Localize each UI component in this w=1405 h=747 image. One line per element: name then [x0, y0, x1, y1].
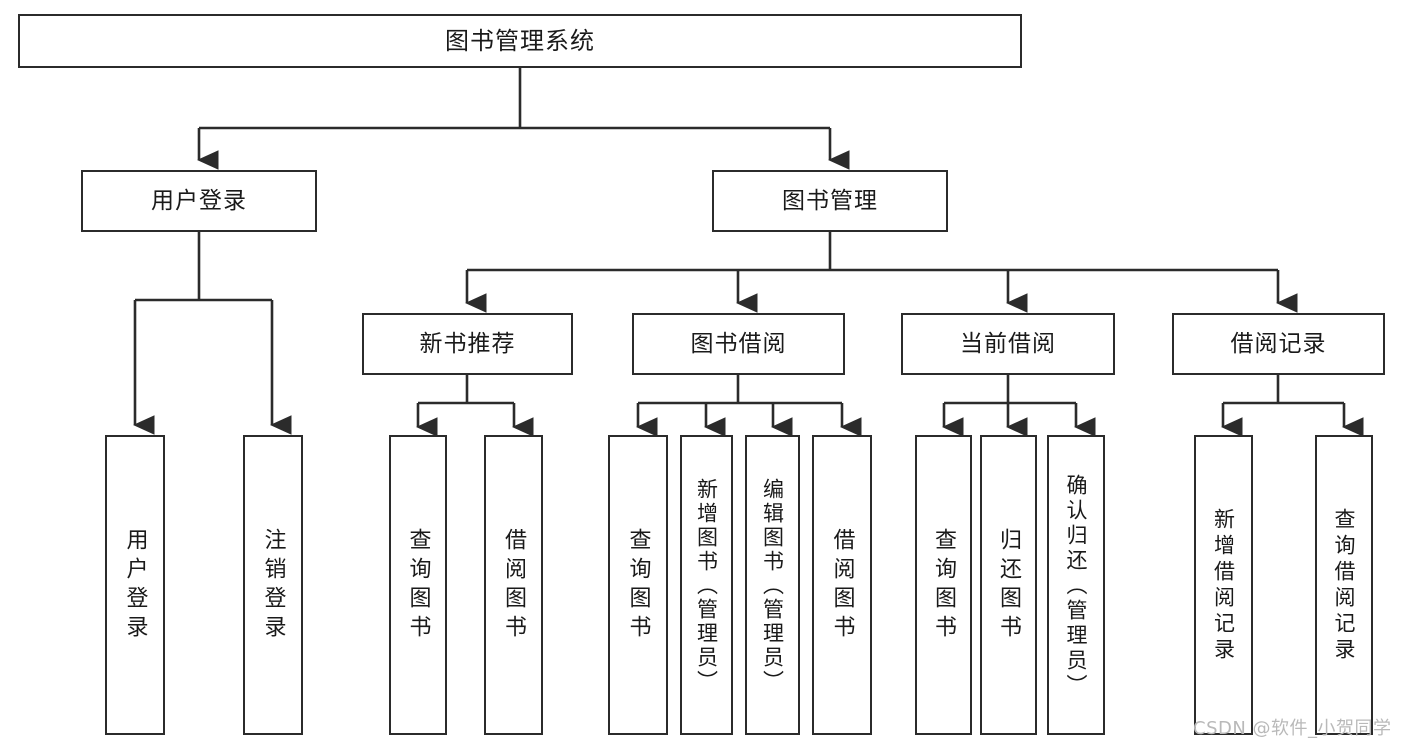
node-label: 查询图书: [625, 528, 651, 644]
leaf-query-borrow-record[interactable]: 查询借阅记录: [1315, 435, 1373, 735]
node-label: 新增借阅记录: [1211, 508, 1236, 664]
node-label: 当前借阅: [960, 330, 1056, 357]
node-label: 归还图书: [996, 528, 1022, 644]
leaf-query-book-current[interactable]: 查询图书: [915, 435, 972, 735]
node-label: 借阅记录: [1230, 330, 1327, 357]
node-label: 注销登录: [260, 528, 286, 644]
node-label: 用户登录: [122, 528, 148, 644]
node-label: 借阅图书: [501, 528, 527, 644]
leaf-borrow-book-recommend[interactable]: 借阅图书: [484, 435, 543, 735]
node-label: 编辑图书（管理员）: [760, 478, 785, 694]
node-label: 查询图书: [405, 528, 431, 644]
node-label: 用户登录: [151, 187, 247, 214]
leaf-edit-book-admin[interactable]: 编辑图书（管理员）: [745, 435, 800, 735]
node-current-borrow[interactable]: 当前借阅: [901, 313, 1115, 375]
csdn-watermark: CSDN @软件_小贺同学: [1193, 718, 1392, 739]
node-label: 图书借阅: [690, 330, 787, 357]
node-label: 查询借阅记录: [1332, 508, 1357, 664]
leaf-borrow-book[interactable]: 借阅图书: [812, 435, 872, 735]
node-user-login[interactable]: 用户登录: [81, 170, 317, 232]
node-label: 新增图书（管理员）: [694, 478, 719, 694]
node-label: 借阅图书: [829, 528, 855, 644]
leaf-confirm-return-admin[interactable]: 确认归还（管理员）: [1047, 435, 1105, 735]
leaf-query-book-borrow[interactable]: 查询图书: [608, 435, 668, 735]
node-label: 确认归还（管理员）: [1064, 473, 1089, 699]
node-label: 新书推荐: [419, 330, 516, 357]
node-book-borrow[interactable]: 图书借阅: [632, 313, 845, 375]
leaf-add-borrow-record[interactable]: 新增借阅记录: [1194, 435, 1253, 735]
node-label: 图书管理系统: [445, 27, 595, 55]
leaf-return-book[interactable]: 归还图书: [980, 435, 1037, 735]
node-label: 图书管理: [782, 187, 878, 214]
node-new-book-recommend[interactable]: 新书推荐: [362, 313, 573, 375]
node-root-book-management-system[interactable]: 图书管理系统: [18, 14, 1022, 68]
leaf-query-book-recommend[interactable]: 查询图书: [389, 435, 447, 735]
node-book-management[interactable]: 图书管理: [712, 170, 948, 232]
leaf-add-book-admin[interactable]: 新增图书（管理员）: [680, 435, 733, 735]
node-borrow-record[interactable]: 借阅记录: [1172, 313, 1385, 375]
leaf-logout-login[interactable]: 注销登录: [243, 435, 303, 735]
node-label: 查询图书: [931, 528, 957, 644]
leaf-user-login[interactable]: 用户登录: [105, 435, 165, 735]
